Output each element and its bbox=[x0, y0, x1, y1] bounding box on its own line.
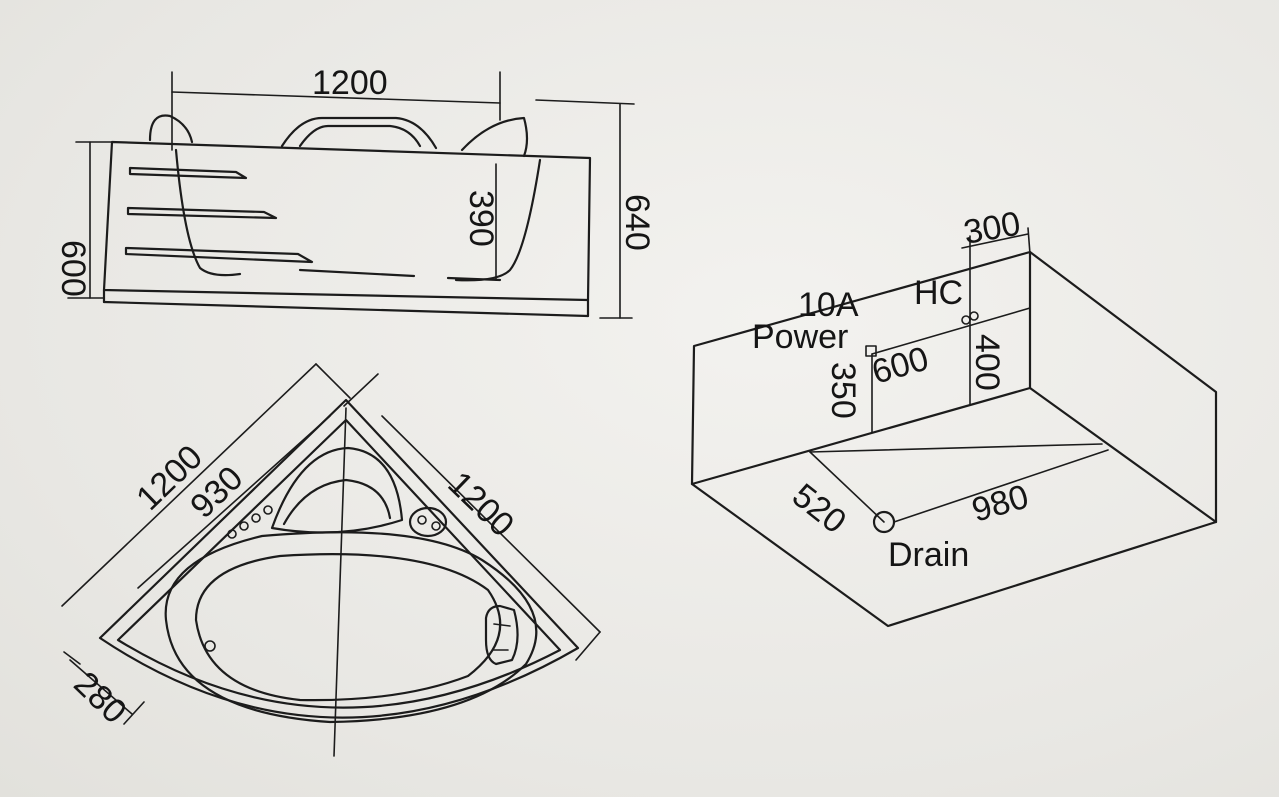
dim-ext-corner-b bbox=[343, 373, 379, 407]
jet-2 bbox=[239, 521, 249, 531]
floor-line-front bbox=[893, 449, 1109, 523]
hc-span-line bbox=[871, 307, 1031, 355]
hc-label: HC bbox=[914, 274, 963, 312]
bowl-outer bbox=[164, 531, 538, 724]
control-knob-2 bbox=[431, 521, 441, 531]
dim-280-label: 280 bbox=[66, 664, 133, 731]
jet-line-1 bbox=[128, 166, 248, 180]
basin-bottom-a bbox=[298, 268, 416, 278]
dim-ext-corner-a bbox=[315, 363, 351, 399]
dim-line-length bbox=[171, 91, 501, 104]
side-view: 1200 600 390 640 bbox=[54, 64, 656, 319]
base-bottom bbox=[102, 300, 590, 318]
hc-connector-1 bbox=[961, 315, 971, 325]
headrest-right bbox=[460, 116, 529, 158]
drain-icon bbox=[872, 510, 896, 534]
tub-top-inner-rim bbox=[116, 418, 562, 709]
center-line bbox=[333, 407, 347, 757]
dim-ext-300 bbox=[1027, 227, 1031, 255]
dim-980-label: 980 bbox=[968, 478, 1033, 530]
corner-headrest-inner bbox=[282, 478, 392, 526]
drain-label: Drain bbox=[888, 536, 969, 574]
jet-4 bbox=[263, 505, 273, 515]
bowl-inner bbox=[194, 553, 502, 702]
dim-line-300 bbox=[961, 233, 1029, 249]
dim-600-hc-label: 600 bbox=[868, 340, 933, 392]
install-view: 300 10A HC Power 350 600 400 520 980 Dra… bbox=[690, 205, 1218, 628]
dim-length-label: 1200 bbox=[312, 64, 388, 102]
dim-line-inner bbox=[137, 415, 331, 589]
power-label: Power bbox=[752, 318, 848, 356]
dim-300-label: 300 bbox=[961, 205, 1023, 252]
headrest-left bbox=[148, 114, 194, 144]
dim-640-label: 640 bbox=[618, 194, 656, 251]
jet-3 bbox=[251, 513, 261, 523]
current-label: 10A bbox=[798, 286, 859, 324]
control-knob-1 bbox=[417, 515, 427, 525]
floor-line-back bbox=[809, 443, 1103, 453]
dim-line-side-b bbox=[381, 415, 601, 633]
dim-600-label: 600 bbox=[54, 240, 92, 297]
right-wall bbox=[1028, 250, 1218, 524]
control-panel bbox=[408, 506, 448, 538]
hc-connector-2 bbox=[969, 311, 979, 321]
floor-outline bbox=[690, 482, 1218, 628]
dim-line-side-a bbox=[61, 363, 317, 607]
dim-520-label: 520 bbox=[785, 476, 853, 541]
dim-400-label: 400 bbox=[968, 334, 1006, 391]
top-view: 1200 930 1200 280 bbox=[61, 363, 601, 757]
dim-390-label: 390 bbox=[462, 190, 500, 247]
dim-280-a bbox=[63, 651, 81, 665]
basin-bottom-b bbox=[446, 276, 502, 282]
headrest-center-inner bbox=[298, 124, 422, 148]
basin-left-curve bbox=[174, 148, 242, 277]
floor-line-left bbox=[809, 451, 885, 523]
dim-280-line bbox=[69, 659, 133, 715]
dim-350-label: 350 bbox=[824, 362, 862, 419]
tub-top-outline bbox=[98, 398, 580, 719]
dim-ext-640-top bbox=[535, 99, 635, 105]
pillow-right bbox=[484, 604, 519, 666]
power-outlet-icon bbox=[865, 345, 877, 357]
jet-1 bbox=[227, 529, 237, 539]
jet-line-3 bbox=[124, 246, 314, 264]
dim-280-b bbox=[123, 701, 145, 725]
pillow-right-inner bbox=[493, 623, 511, 651]
dim-ext-side-b bbox=[575, 631, 601, 661]
drain-small bbox=[204, 640, 216, 652]
jet-line-2 bbox=[126, 206, 278, 220]
dim-side-b-label: 1200 bbox=[440, 464, 521, 544]
headrest-center bbox=[280, 116, 438, 150]
